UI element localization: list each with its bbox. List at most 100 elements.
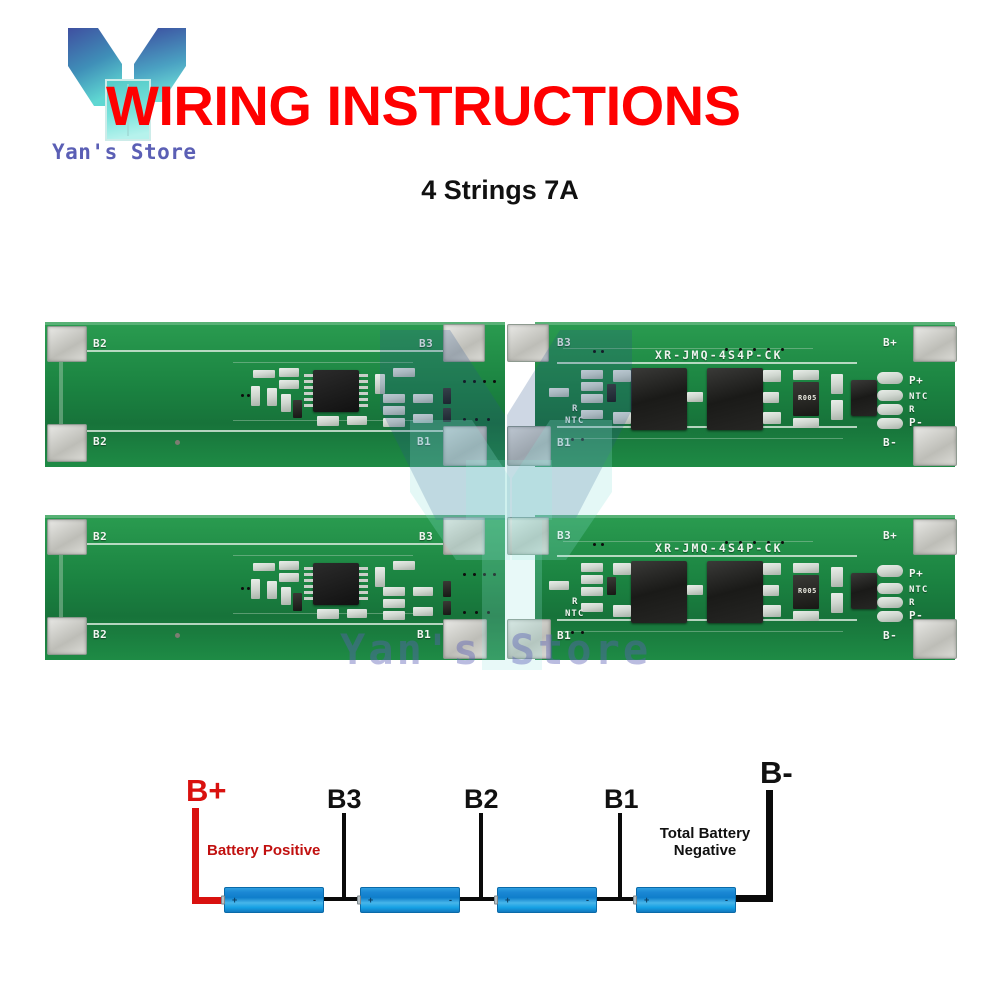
pcb-part-number: XR-JMQ-4S4P-CK	[655, 348, 783, 362]
pcb-label-p-minus: P-	[909, 416, 924, 429]
pcb-label-b1-left-2: B1	[417, 628, 432, 641]
annotation-tbn-line2: Negative	[673, 842, 737, 860]
pcb-label-r005-2: R005	[798, 587, 817, 595]
pcb-label-b2-bottom-2: B2	[93, 628, 108, 641]
mosfet-1-2	[631, 561, 687, 623]
diagram-label-b-minus: B-	[760, 755, 793, 790]
cell-terminal-nub	[633, 895, 637, 905]
pcb-right-section: B3 B1 B+ B- XR-JMQ-4S4P-CK R NTC P+ NTC …	[507, 322, 957, 467]
pcb-left-section-2: B2 B2 B3 B1	[45, 515, 505, 660]
solder-pad-b3-left	[443, 324, 485, 362]
tap-wire-b1	[618, 813, 622, 899]
battery-cell-2: + -	[357, 887, 460, 913]
pcb-label-p-minus-2: P-	[909, 609, 924, 622]
pcb-label-ntc-mid: NTC	[565, 416, 585, 426]
solder-pad-b-plus	[913, 326, 957, 362]
mosfet-2-2	[707, 561, 763, 623]
pcb-label-b2-top: B2	[93, 337, 108, 350]
diagram-label-b2: B2	[464, 784, 499, 814]
bms-controller-ic	[313, 370, 359, 412]
pcb-label-p-plus: P+	[909, 374, 924, 387]
solder-pad-b2-top-2	[47, 519, 87, 555]
pcb-label-b1-left: B1	[417, 435, 432, 448]
pcb-label-b1-right-2: B1	[557, 629, 572, 642]
solder-pad-b1-left	[443, 426, 487, 466]
mosfet-2	[707, 368, 763, 430]
bms-controller-ic-2	[313, 563, 359, 605]
tap-wire-b2	[479, 813, 483, 899]
page-subtitle: 4 Strings 7A	[421, 175, 579, 205]
solder-pad-b2-top	[47, 326, 87, 362]
annotation-tbn-line1: Total Battery	[659, 825, 751, 842]
pcb-label-b3-right-2: B3	[557, 529, 572, 542]
pcb-label-r-mid-2: R	[572, 597, 579, 607]
pcb-label-b3-left-2: B3	[419, 530, 434, 543]
solder-pad-b-minus-2	[913, 619, 957, 659]
annotation-total-battery-negative: Total Battery Negative	[645, 825, 765, 860]
wire-b-minus-horizontal	[733, 895, 773, 902]
link-cell2-cell3	[459, 897, 505, 901]
solder-pad-b-minus	[913, 426, 957, 466]
cell-3-negative: -	[586, 895, 589, 905]
pcb-label-r-2: R	[909, 598, 916, 608]
solder-pad-b2-bottom-2	[47, 617, 87, 655]
brand-name: Yan's Store	[52, 140, 197, 164]
solder-pad-b2-bottom	[47, 424, 87, 462]
cell-4-positive: +	[644, 895, 650, 905]
solder-pad-b1-right	[507, 426, 551, 466]
pcb-label-ntc-mid-2: NTC	[565, 609, 585, 619]
cell-terminal-nub	[494, 895, 498, 905]
sense-resistor-2	[793, 575, 819, 609]
battery-cell-3: + -	[494, 887, 597, 913]
tap-wire-b3	[342, 813, 346, 899]
solder-pad-b3-left-2	[443, 517, 485, 555]
cell-3-positive: +	[505, 895, 511, 905]
pcb-label-ntc-2: NTC	[909, 585, 929, 595]
pcb-left-section: B2 B2 B3 B1	[45, 322, 505, 467]
cell-1-positive: +	[232, 895, 238, 905]
pcb-label-r005: R005	[798, 394, 817, 402]
diagram-label-b1: B1	[604, 784, 639, 814]
cell-terminal-nub	[357, 895, 361, 905]
cell-terminal-nub	[221, 895, 225, 905]
pcb-label-b-minus-2: B-	[883, 629, 898, 642]
page-title: WIRING INSTRUCTIONS	[106, 74, 741, 137]
pcb-label-b3-right: B3	[557, 336, 572, 349]
solder-pad-b3-right	[507, 324, 549, 362]
link-cell3-cell4	[596, 897, 643, 901]
battery-cell-4: + -	[633, 887, 736, 913]
cell-1-negative: -	[313, 895, 316, 905]
pcb-label-ntc: NTC	[909, 392, 929, 402]
pcb-label-p-plus-2: P+	[909, 567, 924, 580]
pcb-label-b-plus: B+	[883, 336, 898, 349]
solder-pad-b1-right-2	[507, 619, 551, 659]
pcb-right-section-2: B3 B1 B+ B- XR-JMQ-4S4P-CK R NTC P+ NTC …	[507, 515, 957, 660]
annotation-battery-positive: Battery Positive	[207, 842, 321, 859]
solder-pad-b3-right-2	[507, 517, 549, 555]
pcb-label-b2-bottom: B2	[93, 435, 108, 448]
pcb-part-number-2: XR-JMQ-4S4P-CK	[655, 541, 783, 555]
pcb-label-r-mid: R	[572, 404, 579, 414]
solder-pad-b-plus-2	[913, 519, 957, 555]
pcb-label-b-minus: B-	[883, 436, 898, 449]
solder-pad-b1-left-2	[443, 619, 487, 659]
mosfet-1	[631, 368, 687, 430]
pcb-label-b2-top-2: B2	[93, 530, 108, 543]
diagram-label-b-plus: B+	[186, 773, 227, 808]
pcb-board-photo-top: B2 B2 B3 B1	[45, 322, 957, 467]
wiring-diagram: + - + - + - + - B+ B3 B2 B1 B- Battery P…	[0, 700, 1000, 1000]
sense-resistor	[793, 382, 819, 416]
pcb-label-b-plus-2: B+	[883, 529, 898, 542]
cell-2-positive: +	[368, 895, 374, 905]
header: Yan's Store WIRING INSTRUCTIONS 4 String…	[0, 0, 1000, 230]
wire-b-plus-vertical	[192, 808, 199, 904]
pcb-label-r: R	[909, 405, 916, 415]
diagram-label-b3: B3	[327, 784, 362, 814]
yan-store-y-logo-icon	[58, 22, 190, 142]
link-cell1-cell2	[323, 897, 368, 901]
pcb-label-b1-right: B1	[557, 436, 572, 449]
cell-4-negative: -	[725, 895, 728, 905]
wire-b-minus-vertical	[766, 790, 773, 902]
wire-b-plus-horizontal	[192, 897, 227, 904]
